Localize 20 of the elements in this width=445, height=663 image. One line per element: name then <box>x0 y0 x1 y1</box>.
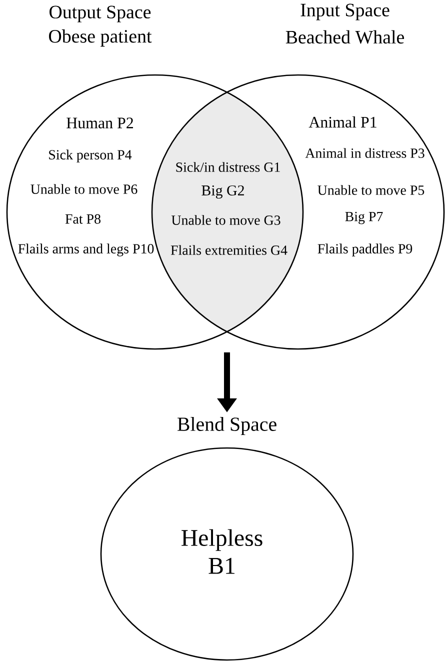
node-label: Input Space <box>300 4 390 20</box>
node-label: Flails paddles P9 <box>318 244 412 256</box>
node-label: Helpless B1 <box>182 529 262 574</box>
node-label: Sick person P4 <box>49 150 132 162</box>
node-label: Flails extremities G4 <box>170 245 288 255</box>
node-label: Big G2 <box>202 185 244 199</box>
node-label: Blend Space <box>178 416 276 436</box>
node-label: Output Space <box>50 6 151 22</box>
node-label: Animal in distress P3 <box>305 148 424 158</box>
node-label: Unable to move G3 <box>171 215 280 225</box>
node-label: Obese patient <box>49 29 152 47</box>
node-label: Sick/in distress G1 <box>176 162 280 172</box>
node-label: Unable to move P5 <box>318 185 424 195</box>
node-label: Human P2 <box>66 118 133 128</box>
node-label: Unable to move P6 <box>30 184 138 194</box>
node-label: Fat P8 <box>65 214 100 224</box>
node-label: Flails arms and legs P10 <box>18 244 154 256</box>
node-label: Beached Whale <box>286 30 404 44</box>
node-label: Animal P1 <box>308 116 376 128</box>
node-label: Big P7 <box>345 212 383 224</box>
